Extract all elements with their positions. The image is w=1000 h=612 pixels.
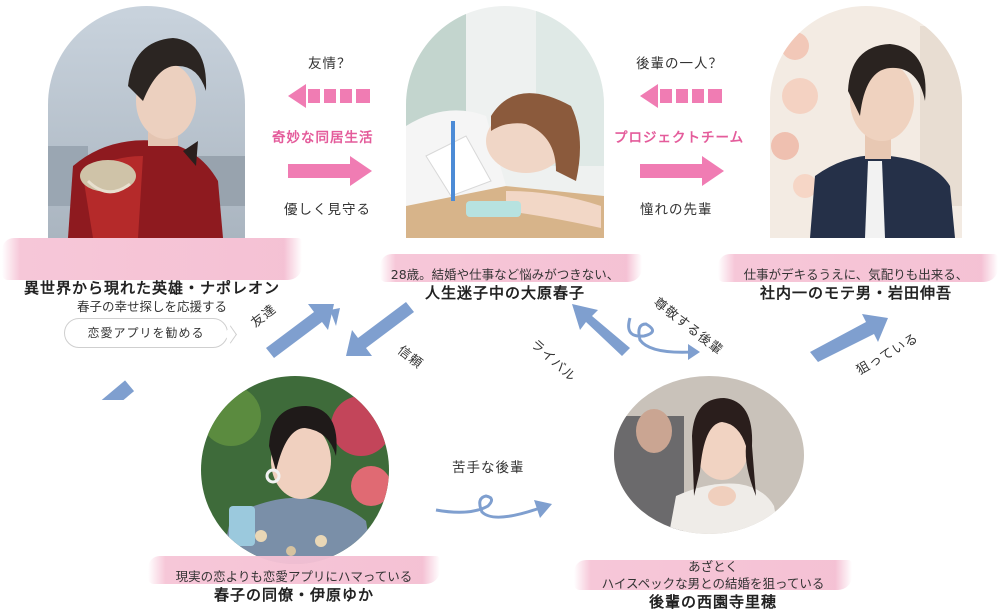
saionji-name: 後輩の西園寺里穂 bbox=[648, 593, 777, 611]
iwata-caption: 仕事がデキるうえに、気配りも出来る、 社内一のモテ男・岩田伸吾 bbox=[712, 238, 1000, 303]
label-nigate: 苦手な後輩 bbox=[452, 460, 525, 476]
label-yuujou: 友情？ bbox=[308, 56, 352, 72]
napoleon-portrait bbox=[48, 6, 245, 238]
haruko-caption: 28歳。結婚や仕事など悩みがつきない、 人生迷子中の大原春子 bbox=[360, 238, 650, 303]
label-project: プロジェクトチーム bbox=[614, 130, 745, 146]
label-yasashiku: 優しく見守る bbox=[284, 202, 371, 218]
haruko-desc: 28歳。結婚や仕事など悩みがつきない、 bbox=[390, 267, 620, 282]
saionji-caption: あざとく ハイスペックな男との結婚を狙っている 後輩の西園寺里穂 bbox=[570, 528, 856, 612]
label-kimyou: 奇妙な同居生活 bbox=[272, 130, 374, 146]
speech-bubble: 恋愛アプリを勧める bbox=[64, 318, 228, 348]
pink-arrows bbox=[288, 84, 724, 186]
label-kouhai-hitori: 後輩の一人？ bbox=[636, 56, 723, 72]
napoleon-name: 異世界から現れた英雄・ナポレオン bbox=[23, 279, 280, 297]
saionji-desc-1: あざとく bbox=[688, 559, 738, 574]
haruko-name: 人生迷子中の大原春子 bbox=[424, 284, 585, 302]
label-akogare: 憧れの先輩 bbox=[640, 202, 713, 218]
blue-arrows bbox=[80, 302, 888, 400]
ihara-caption: 現実の恋よりも恋愛アプリにハマっている 春子の同僚・伊原ゆか bbox=[140, 540, 448, 605]
napoleon-caption: 異世界から現れた英雄・ナポレオン 春子の幸せ探しを応援する bbox=[2, 236, 302, 315]
iwata-desc: 仕事がデキるうえに、気配りも出来る、 bbox=[743, 267, 969, 282]
napoleon-desc: 春子の幸せ探しを応援する bbox=[76, 299, 227, 314]
iwata-name: 社内一のモテ男・岩田伸吾 bbox=[759, 284, 952, 302]
ihara-name: 春子の同僚・伊原ゆか bbox=[213, 586, 374, 604]
saionji-desc-2: ハイスペックな男との結婚を狙っている bbox=[601, 576, 825, 591]
ihara-portrait bbox=[201, 376, 389, 564]
iwata-portrait bbox=[770, 6, 962, 238]
ihara-desc: 現実の恋よりも恋愛アプリにハマっている bbox=[175, 569, 413, 584]
nigate-loop-arrow bbox=[435, 494, 552, 519]
